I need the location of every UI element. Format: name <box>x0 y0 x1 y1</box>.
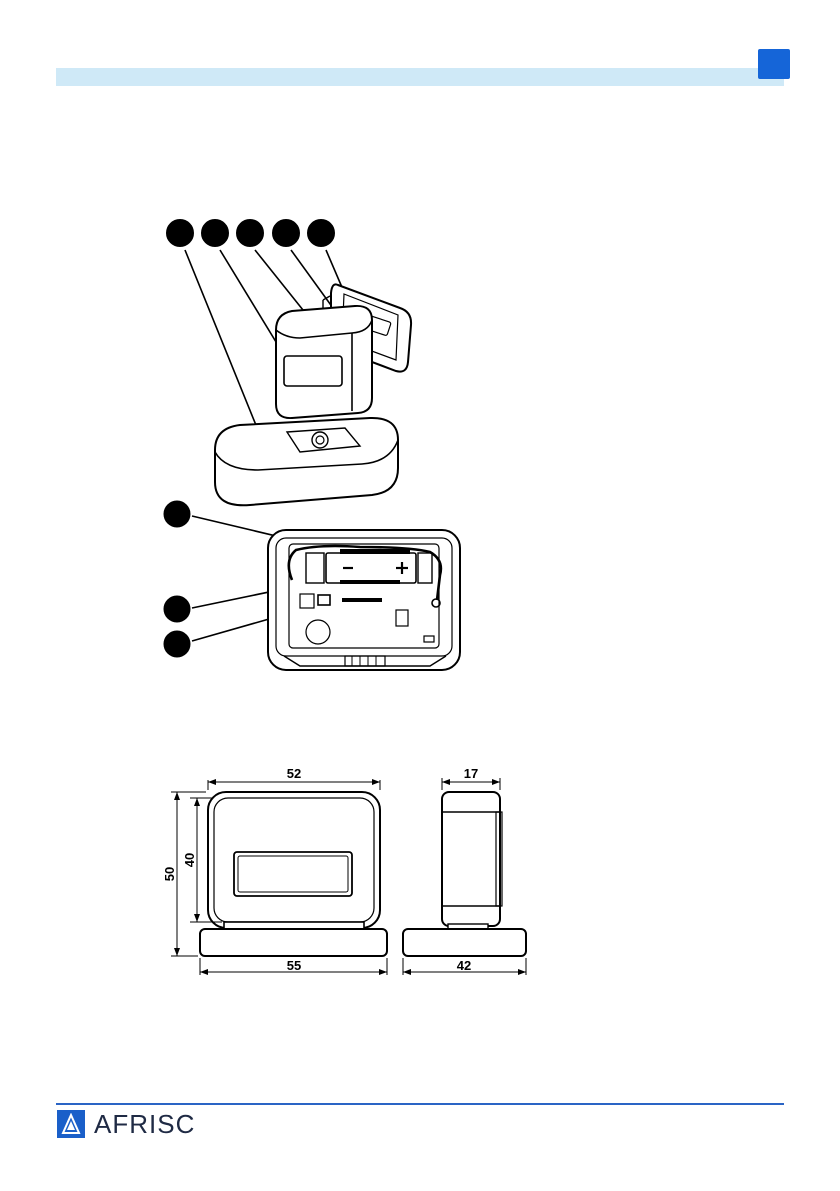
callout-marker-4 <box>273 220 299 246</box>
callout-marker-1 <box>167 220 193 246</box>
brand-name: AFRISC <box>94 1110 204 1138</box>
callout-marker-8 <box>164 631 190 657</box>
footer-rule <box>56 1103 784 1105</box>
dim-side-depth-base: 42 <box>457 958 471 973</box>
dim-front-width-base: 55 <box>287 958 301 973</box>
callout-marker-3 <box>237 220 263 246</box>
side-view-drawing <box>403 778 526 975</box>
exploded-view <box>167 220 411 505</box>
dim-side-depth-top: 17 <box>464 766 478 781</box>
callout-marker-7 <box>164 596 190 622</box>
callout-marker-5 <box>308 220 334 246</box>
open-housing-view <box>164 501 460 670</box>
callout-marker-6 <box>164 501 190 527</box>
callout-marker-2 <box>202 220 228 246</box>
dim-front-height-inner: 40 <box>182 853 197 867</box>
leader-line-1 <box>185 250 262 440</box>
dim-front-width-top: 52 <box>287 766 301 781</box>
brand-logo: AFRISC <box>57 1110 204 1138</box>
dim-front-height-outer: 50 <box>162 867 177 881</box>
front-view-drawing <box>171 779 387 975</box>
logo-icon <box>57 1110 85 1138</box>
leader-line-4 <box>291 250 333 308</box>
